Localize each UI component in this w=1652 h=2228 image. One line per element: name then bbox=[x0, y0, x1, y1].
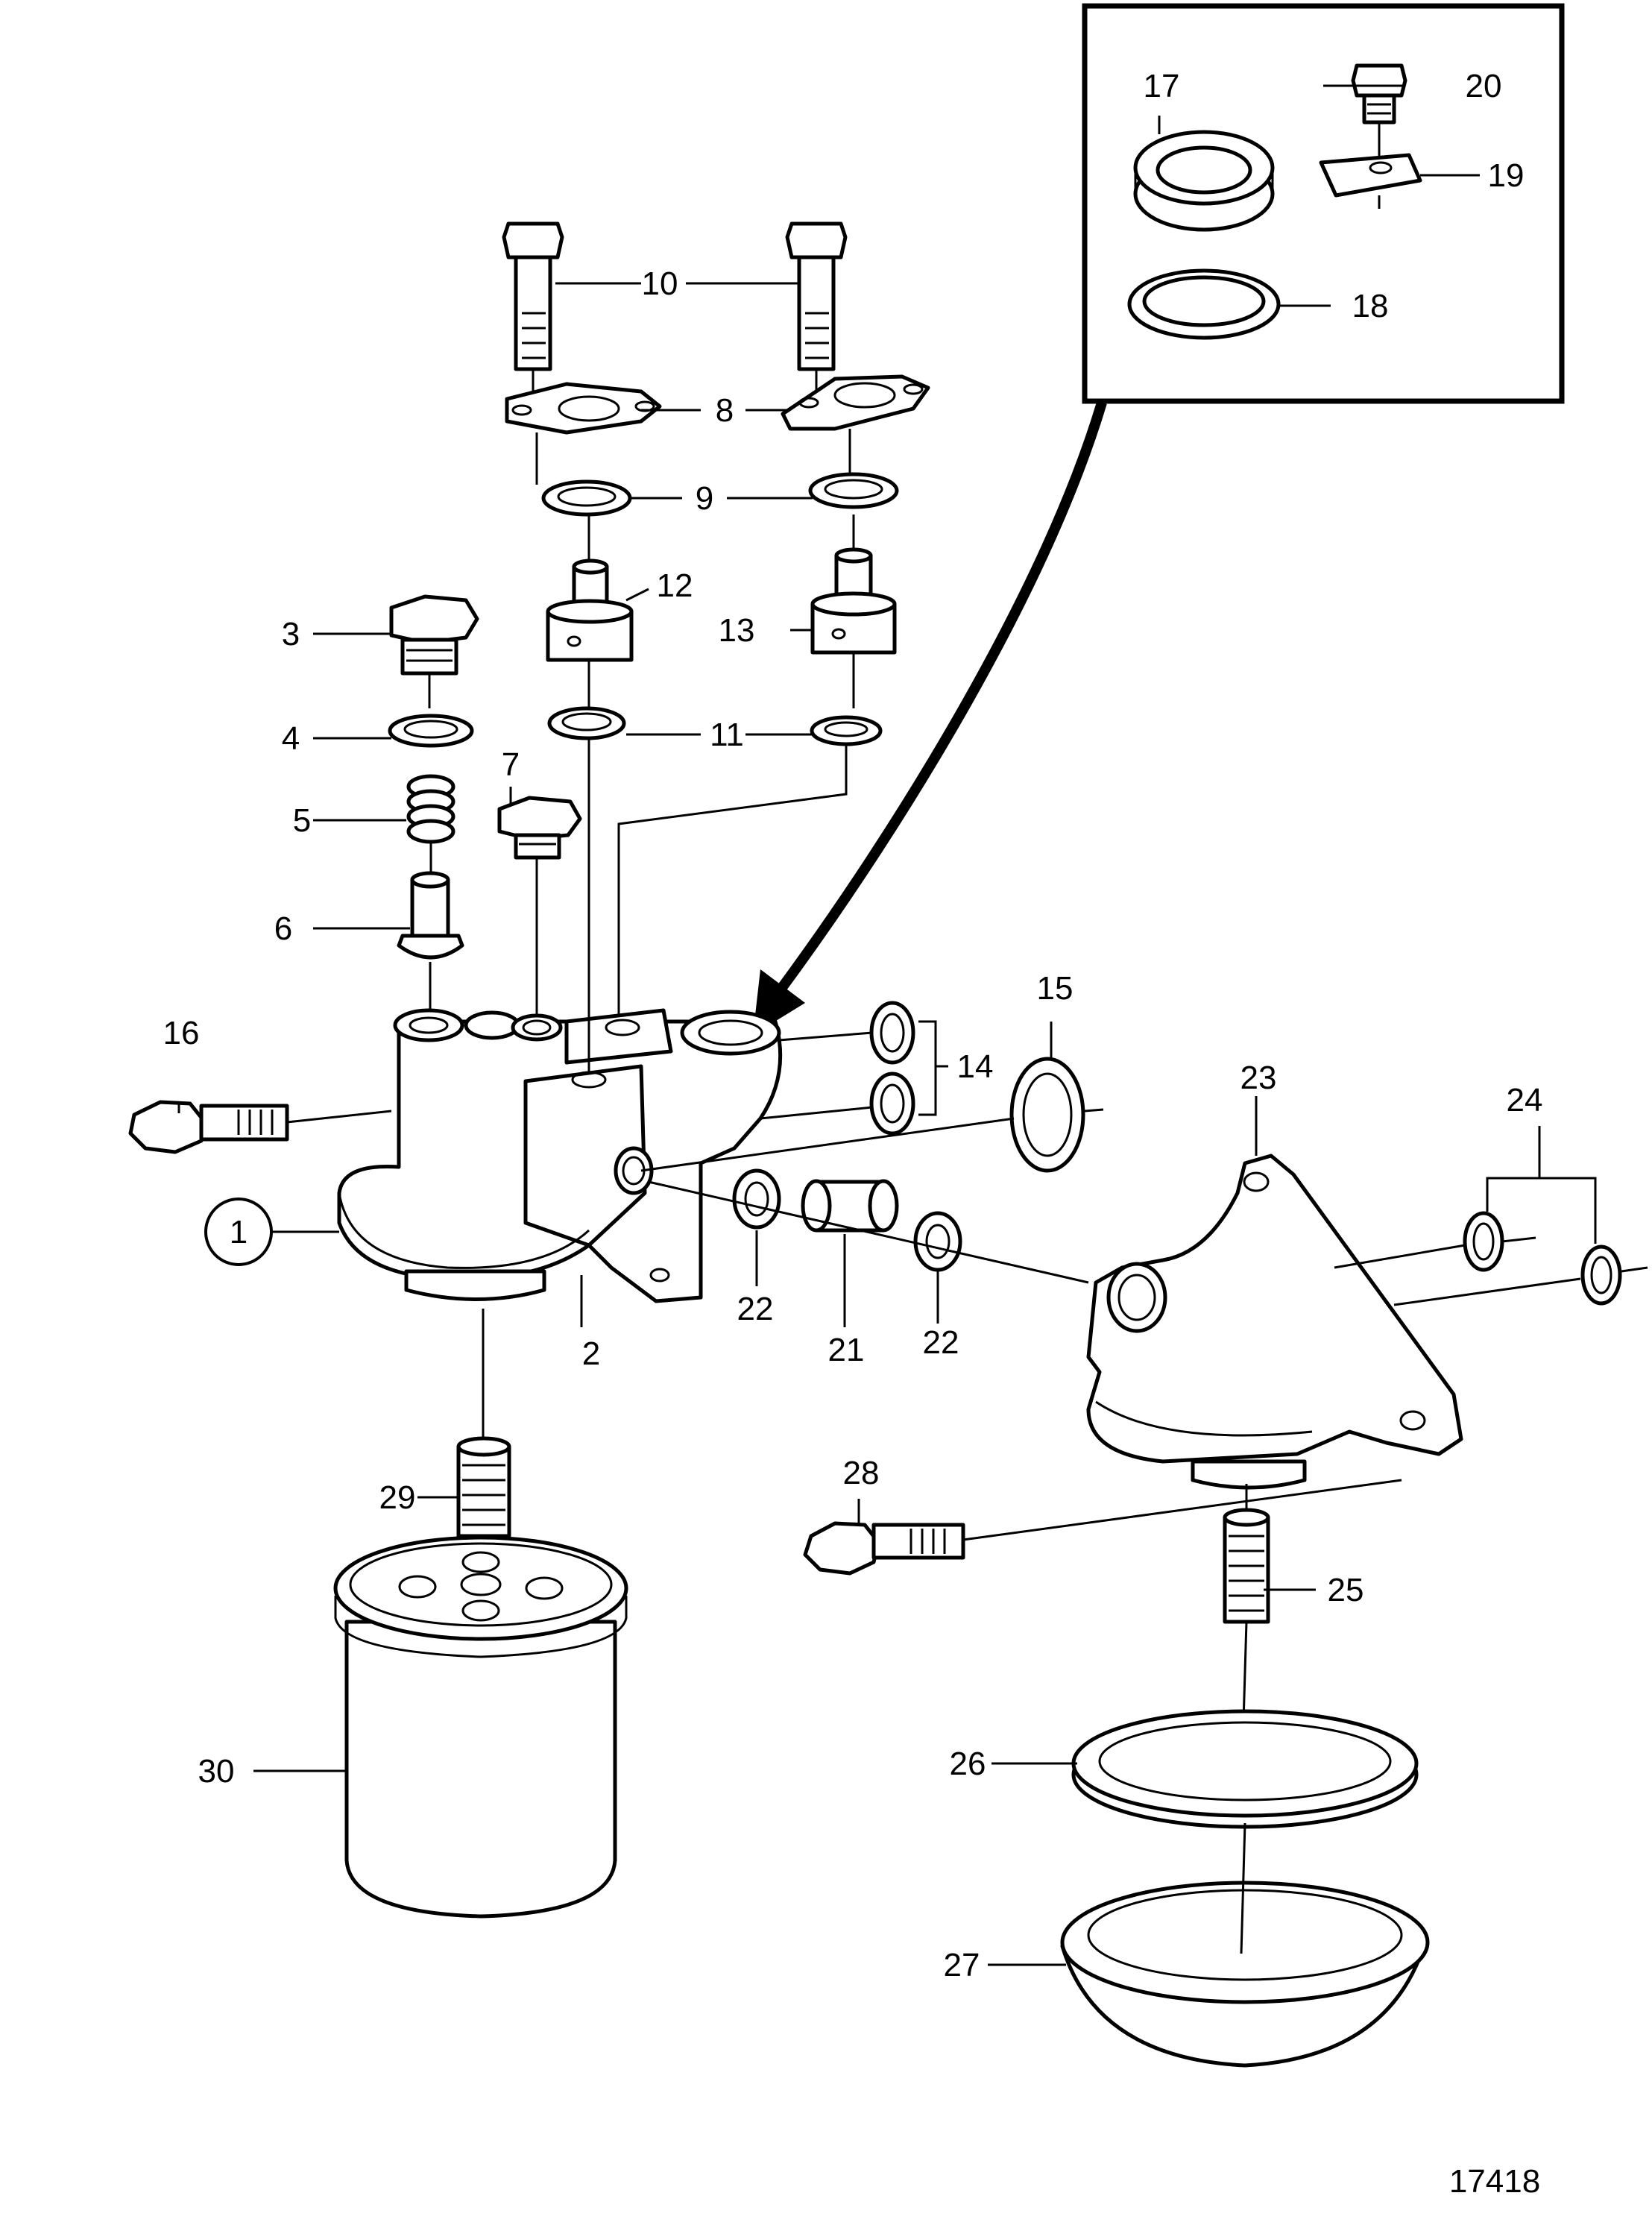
callout-circle-1 bbox=[204, 1198, 273, 1266]
part-23-remote-bracket bbox=[1086, 1154, 1463, 1490]
callout-12: 12 bbox=[657, 567, 693, 604]
callout-13: 13 bbox=[719, 612, 755, 649]
part-16-bolt bbox=[128, 1100, 392, 1154]
callout-23: 23 bbox=[1240, 1060, 1277, 1096]
part-10-bolt-left bbox=[502, 221, 564, 391]
callout-8: 8 bbox=[716, 392, 734, 429]
part-9-washer-right bbox=[808, 472, 899, 509]
callout-6: 6 bbox=[274, 910, 292, 947]
callout-10: 10 bbox=[642, 265, 678, 302]
part-20-bolt bbox=[1351, 63, 1407, 157]
callout-7: 7 bbox=[502, 746, 520, 783]
callout-4: 4 bbox=[282, 720, 300, 757]
part-8-flange-left bbox=[505, 382, 662, 485]
part-9-washer-left bbox=[541, 479, 632, 517]
callout-16: 16 bbox=[163, 1015, 200, 1051]
part-2-filter-bracket bbox=[337, 1008, 783, 1303]
callout-25: 25 bbox=[1328, 1572, 1364, 1608]
callout-3: 3 bbox=[282, 616, 300, 652]
part-30-oil-filter bbox=[333, 1535, 628, 1919]
callout-14: 14 bbox=[957, 1048, 994, 1085]
part-24-o-rings bbox=[1334, 1211, 1648, 1306]
part-17-sealing-ring bbox=[1133, 130, 1275, 232]
callout-26: 26 bbox=[950, 1746, 986, 1782]
callout-20: 20 bbox=[1466, 68, 1502, 104]
callout-5: 5 bbox=[293, 802, 311, 839]
callout-29: 29 bbox=[379, 1479, 416, 1516]
part-29-nipple bbox=[456, 1309, 511, 1538]
part-3-plug bbox=[389, 594, 479, 708]
part-18-gasket bbox=[1127, 268, 1281, 340]
part-22-washer-left bbox=[732, 1168, 781, 1230]
part-12-fitting bbox=[546, 514, 634, 708]
callout-labels: 1 2 3 4 5 6 7 8 9 10 11 12 13 14 15 16 1… bbox=[163, 68, 1543, 2200]
part-11-washer-right bbox=[810, 715, 883, 746]
callout-24: 24 bbox=[1507, 1082, 1543, 1118]
callout-11: 11 bbox=[710, 717, 744, 753]
part-15-seal-ring bbox=[640, 1057, 1104, 1173]
callout-17: 17 bbox=[1144, 68, 1180, 104]
callout-27: 27 bbox=[944, 1947, 980, 1983]
part-14-o-rings bbox=[760, 1001, 915, 1136]
leader-lines bbox=[177, 84, 1597, 1966]
callout-22-right: 22 bbox=[923, 1324, 959, 1361]
part-28-bolt bbox=[803, 1479, 1402, 1576]
part-4-washer bbox=[388, 714, 474, 748]
callout-19: 19 bbox=[1488, 157, 1525, 194]
callout-15: 15 bbox=[1037, 970, 1074, 1007]
part-11-washer-left bbox=[547, 706, 626, 740]
callout-18: 18 bbox=[1352, 288, 1389, 324]
callout-1: 1 bbox=[230, 1214, 248, 1250]
part-26-gasket bbox=[1071, 1709, 1419, 1829]
part-10-bolt-right bbox=[785, 221, 848, 391]
part-6-valve-piston bbox=[397, 871, 464, 1014]
drawing-number: 17418 bbox=[1449, 2163, 1540, 2200]
callout-22-left: 22 bbox=[737, 1291, 774, 1327]
part-27-cup bbox=[1060, 1822, 1430, 2068]
detail-inset bbox=[1082, 3, 1565, 404]
part-22-washer-right bbox=[913, 1211, 962, 1272]
part-19-lock-plate bbox=[1319, 153, 1422, 209]
part-13-fitting bbox=[810, 514, 897, 708]
part-21-sleeve bbox=[801, 1179, 899, 1233]
part-7-plug bbox=[497, 796, 582, 1014]
callout-28: 28 bbox=[843, 1455, 880, 1491]
part-8-flange-right bbox=[781, 374, 930, 477]
callout-21: 21 bbox=[828, 1332, 865, 1368]
callout-9: 9 bbox=[696, 480, 713, 517]
part-5-spring bbox=[406, 774, 455, 872]
callout-30: 30 bbox=[198, 1753, 235, 1790]
callout-2: 2 bbox=[582, 1335, 600, 1372]
